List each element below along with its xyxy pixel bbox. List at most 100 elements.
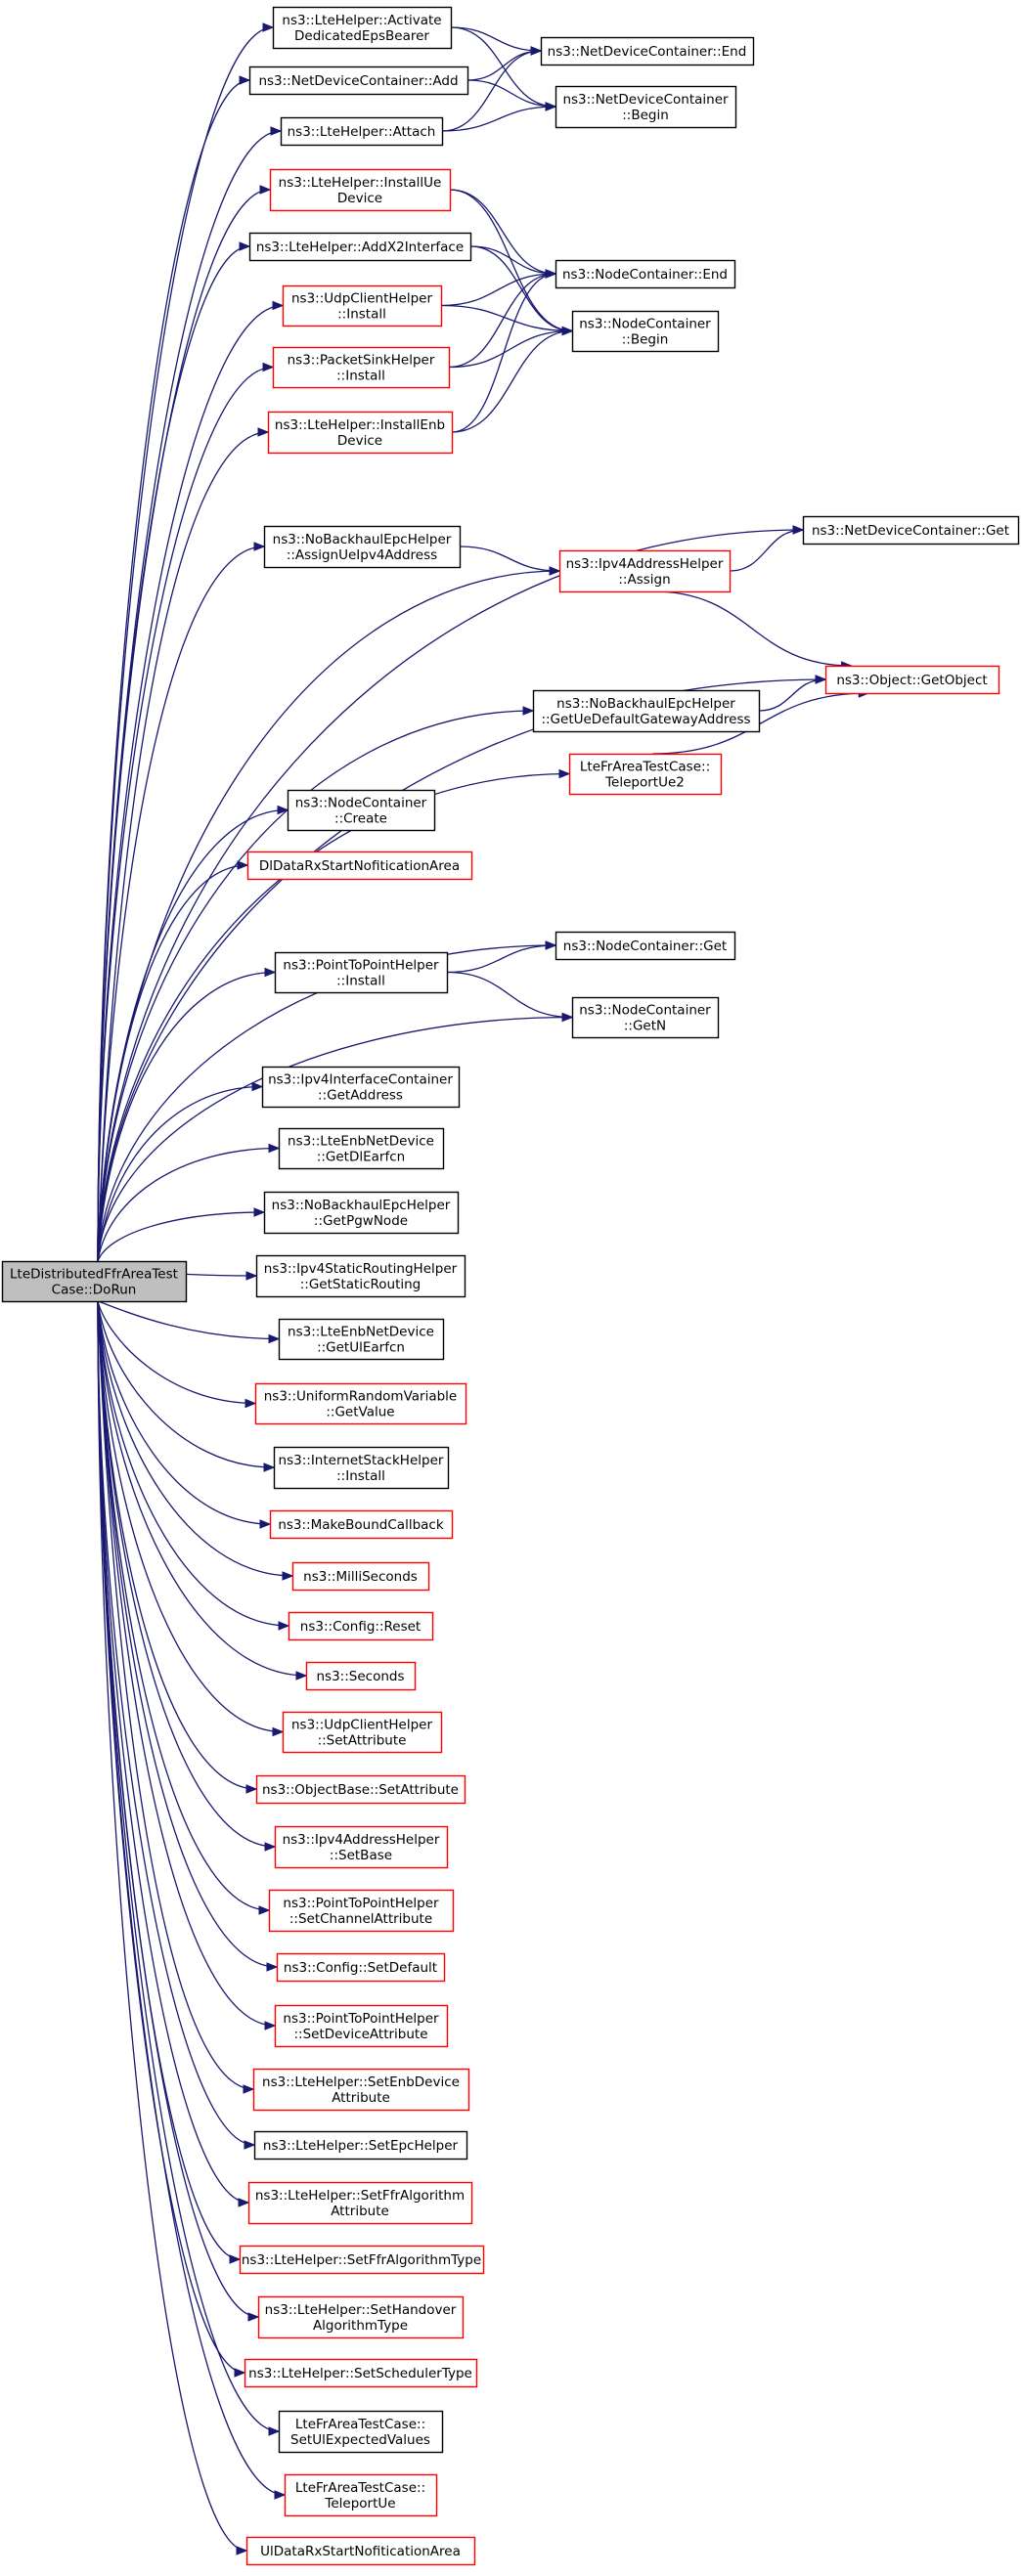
node-nc-begin[interactable]: ns3::NodeContainer::Begin — [571, 310, 720, 353]
node-p2p-install[interactable]: ns3::PointToPointHelper::Install — [274, 951, 449, 994]
node-label: ns3::InternetStackHelper — [279, 1453, 444, 1468]
node-get-ul-earfcn[interactable]: ns3::LteEnbNetDevice::GetUlEarfcn — [278, 1318, 445, 1361]
node-config-reset[interactable]: ns3::Config::Reset — [288, 1611, 434, 1641]
edge-root-to-p2p-device-attr — [97, 1300, 276, 2027]
node-box — [571, 310, 720, 353]
node-label: ns3::LteHelper::InstallEnb — [275, 417, 445, 433]
node-get-pgw[interactable]: ns3::NoBackhaulEpcHelper::GetPgwNode — [263, 1191, 460, 1235]
node-seconds[interactable]: ns3::Seconds — [305, 1661, 417, 1691]
node-label: ns3::PointToPointHelper — [283, 1896, 439, 1911]
edge-ipv4-assign-to-getobject — [652, 590, 852, 667]
node-ipv4-assign[interactable]: ns3::Ipv4AddressHelper::Assign — [558, 549, 732, 593]
node-label: ns3::NodeContainer — [295, 796, 427, 811]
node-label: Case::DoRun — [52, 1283, 137, 1298]
node-label: LteFrAreaTestCase:: — [295, 2480, 425, 2496]
node-set-epc-helper[interactable]: ns3::LteHelper::SetEpcHelper — [253, 2130, 468, 2161]
node-label: ::Begin — [622, 332, 669, 348]
edge-arrowhead — [792, 525, 805, 535]
node-p2p-channel-attr[interactable]: ns3::PointToPointHelper::SetChannelAttri… — [268, 1889, 455, 1933]
node-ndc-end[interactable]: ns3::NetDeviceContainer::End — [540, 36, 755, 66]
node-config-setdefault[interactable]: ns3::Config::SetDefault — [276, 1952, 446, 1983]
node-activate[interactable]: ns3::LteHelper::ActivateDedicatedEpsBear… — [272, 6, 453, 50]
node-box — [284, 2473, 438, 2517]
edge-arrowhead — [263, 1463, 276, 1472]
node-internet-install[interactable]: ns3::InternetStackHelper::Install — [273, 1446, 450, 1490]
node-label: ::Assign — [618, 572, 670, 588]
node-make-bound-cb[interactable]: ns3::MakeBoundCallback — [269, 1509, 454, 1540]
node-label: LteFrAreaTestCase:: — [580, 760, 710, 775]
edge-arrowhead — [253, 1207, 266, 1217]
node-milliseconds[interactable]: ns3::MilliSeconds — [291, 1561, 430, 1592]
node-box — [568, 753, 723, 796]
node-udpclient-install[interactable]: ns3::UdpClientHelper::Install — [282, 284, 443, 327]
edge-arrowhead — [266, 1962, 279, 1972]
node-packetsink-install[interactable]: ns3::PacketSinkHelper::Install — [272, 346, 451, 389]
node-addx2[interactable]: ns3::LteHelper::AddX2Interface — [248, 232, 472, 262]
edge-root-to-addx2 — [97, 245, 250, 1262]
node-label: ns3::UniformRandomVariable — [264, 1389, 458, 1405]
node-ndc-get[interactable]: ns3::NetDeviceContainer::Get — [802, 515, 1020, 546]
node-box — [255, 1774, 466, 1805]
node-label: ::GetUeDefaultGatewayAddress — [541, 712, 750, 727]
node-set-scheduler-type[interactable]: ns3::LteHelper::SetSchedulerType — [244, 2358, 478, 2388]
node-box — [274, 951, 449, 994]
node-box — [272, 6, 453, 50]
node-p2p-device-attr[interactable]: ns3::PointToPointHelper::SetDeviceAttrib… — [274, 2004, 449, 2048]
edge-udpclient-install-to-nc-end — [440, 273, 556, 307]
node-get-ue-gw[interactable]: ns3::NoBackhaulEpcHelper::GetUeDefaultGa… — [532, 689, 761, 733]
node-dl-rx[interactable]: DlDataRxStartNofiticationArea — [246, 851, 473, 881]
edge-arrowhead — [561, 326, 574, 336]
node-set-ul-expected[interactable]: LteFrAreaTestCase::SetUlExpectedValues — [278, 2410, 444, 2454]
node-getobject[interactable]: ns3::Object::GetObject — [824, 665, 1000, 695]
node-label: SetUlExpectedValues — [290, 2432, 430, 2448]
node-urv-getvalue[interactable]: ns3::UniformRandomVariable::GetValue — [254, 1382, 467, 1425]
node-nc-end[interactable]: ns3::NodeContainer::End — [555, 259, 736, 289]
node-get-dl-earfcn[interactable]: ns3::LteEnbNetDevice::GetDlEarfcn — [278, 1127, 445, 1170]
edge-assign-ue-ipv4-to-ipv4-assign — [459, 546, 560, 572]
node-ndc-begin[interactable]: ns3::NetDeviceContainer::Begin — [555, 85, 737, 129]
edge-p2p-install-to-nc-get — [446, 944, 556, 974]
edge-arrowhead — [245, 1271, 258, 1281]
node-box — [254, 1382, 467, 1425]
node-teleport-ue[interactable]: LteFrAreaTestCase::TeleportUe — [284, 2473, 438, 2517]
node-box — [282, 284, 443, 327]
node-label: ns3::Ipv4AddressHelper — [566, 556, 724, 572]
node-nc-get[interactable]: ns3::NodeContainer::Get — [555, 931, 736, 961]
node-ipv4if-getaddr[interactable]: ns3::Ipv4InterfaceContainer::GetAddress — [261, 1066, 461, 1109]
node-ul-rx[interactable]: UlDataRxStartNofiticationArea — [245, 2536, 476, 2566]
edge-root-to-install-enb — [97, 431, 269, 1262]
node-assign-ue-ipv4[interactable]: ns3::NoBackhaulEpcHelper::AssignUeIpv4Ad… — [263, 525, 462, 569]
node-label: ns3::NetDeviceContainer::Add — [258, 73, 458, 89]
node-teleport-ue2[interactable]: LteFrAreaTestCase::TeleportUe2 — [568, 753, 723, 796]
node-nc-create[interactable]: ns3::NodeContainer::Create — [287, 789, 436, 832]
edge-arrowhead — [282, 1571, 294, 1581]
node-static-routing[interactable]: ns3::Ipv4StaticRoutingHelper::GetStaticR… — [255, 1254, 466, 1298]
node-objbase-setattr[interactable]: ns3::ObjectBase::SetAttribute — [255, 1774, 466, 1805]
node-label: ::SetBase — [330, 1848, 392, 1863]
edge-root-to-get-pgw — [97, 1211, 265, 1262]
node-set-ffr-type[interactable]: ns3::LteHelper::SetFfrAlgorithmType — [239, 2245, 485, 2275]
node-box — [276, 1952, 446, 1983]
node-label: ns3::Object::GetObject — [836, 673, 987, 688]
node-attach[interactable]: ns3::LteHelper::Attach — [280, 116, 444, 147]
node-ipv4-setbase[interactable]: ns3::Ipv4AddressHelper::SetBase — [274, 1825, 449, 1869]
node-label: ns3::NodeContainer::End — [562, 267, 728, 283]
edge-arrowhead — [244, 2140, 256, 2150]
node-label: ns3::Config::Reset — [300, 1619, 421, 1635]
edge-root-to-udp-setattr — [97, 1300, 284, 1733]
node-nc-getn[interactable]: ns3::NodeContainer::GetN — [571, 996, 720, 1039]
node-udp-setattr[interactable]: ns3::UdpClientHelper::SetAttribute — [282, 1711, 443, 1754]
node-label: ns3::NoBackhaulEpcHelper — [272, 1198, 451, 1213]
node-box — [280, 116, 444, 147]
edge-arrowhead — [259, 185, 272, 195]
node-ndc-add[interactable]: ns3::NetDeviceContainer::Add — [248, 65, 469, 96]
node-label: ::GetDlEarfcn — [317, 1150, 405, 1165]
edge-packetsink-install-to-nc-begin — [448, 329, 573, 369]
node-label: ns3::PacketSinkHelper — [288, 353, 435, 369]
